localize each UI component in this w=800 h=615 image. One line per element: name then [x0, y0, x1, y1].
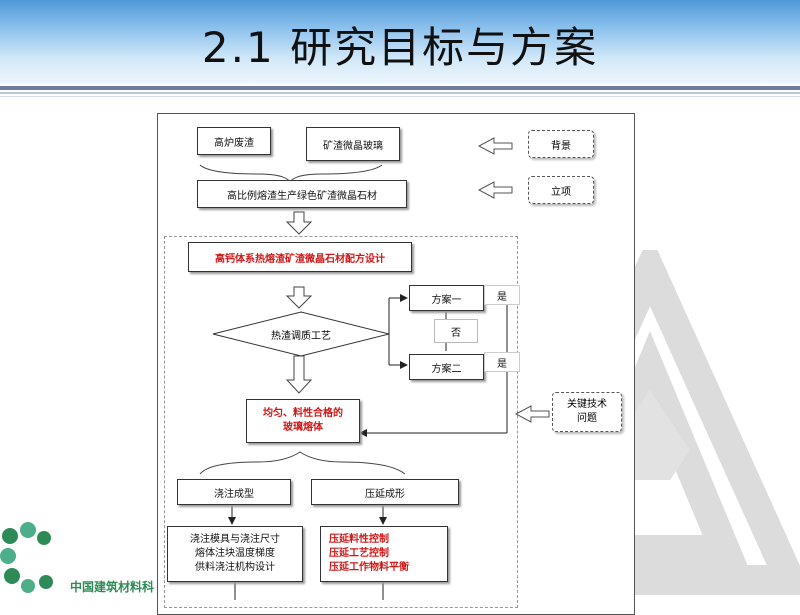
header-divider-dark	[0, 86, 800, 90]
header-divider-light	[0, 92, 800, 94]
slide-title: 2.1 研究目标与方案	[201, 23, 599, 72]
press-detail-2: 压延工艺控制	[329, 548, 389, 559]
box-casting: 浇注成型	[177, 479, 291, 505]
header-divider-thin	[0, 96, 800, 97]
glass-melt-line-2: 玻璃熔体	[283, 422, 323, 433]
brand-logo-icon	[0, 522, 53, 593]
box-blast-furnace-slag: 高炉废渣	[197, 127, 271, 155]
key-issue-line-2: 问题	[577, 413, 597, 424]
box-key-technical-issues: 关键技术 问题	[552, 392, 622, 432]
box-background: 背景	[528, 130, 594, 158]
brand-text: 中国建筑材料科	[70, 580, 155, 594]
flowchart-connectors	[199, 137, 550, 600]
cast-detail-2: 熔体注块温度梯度	[195, 548, 275, 559]
box-project: 立项	[528, 176, 594, 204]
label-yes-plan-two: 是	[484, 352, 520, 372]
box-formula-design: 高钙体系热熔渣矿渣微晶石材配方设计	[188, 242, 412, 272]
box-slag-glass-ceramic: 矿渣微晶玻璃	[306, 127, 400, 161]
label-hot-slag-process: 热渣调质工艺	[271, 330, 331, 342]
box-main-goal: 高比例熔渣生产绿色矿渣微晶石材	[197, 180, 407, 208]
cast-detail-1: 浇注模具与浇注尺寸	[190, 534, 280, 545]
box-rolling: 压延成形	[311, 479, 459, 505]
glass-melt-line-1: 均匀、料性合格的	[263, 408, 343, 419]
box-rolling-details: 压延料性控制 压延工艺控制 压延工作物料平衡	[320, 526, 448, 582]
key-issue-line-1: 关键技术	[567, 399, 607, 410]
box-plan-one: 方案一	[409, 285, 484, 311]
box-qualified-glass-melt: 均匀、料性合格的 玻璃熔体	[246, 399, 360, 443]
slide-header	[0, 0, 800, 84]
box-plan-two: 方案二	[409, 354, 484, 380]
process-diamond-shape	[212, 311, 390, 357]
box-no-decision: 否	[434, 319, 478, 343]
press-detail-1: 压延料性控制	[329, 534, 389, 545]
cast-detail-3: 供料浇注机构设计	[195, 562, 275, 573]
press-detail-3: 压延工作物料平衡	[329, 562, 409, 573]
label-yes-plan-one: 是	[484, 285, 520, 305]
box-casting-details: 浇注模具与浇注尺寸 熔体注块温度梯度 供料浇注机构设计	[167, 526, 303, 582]
